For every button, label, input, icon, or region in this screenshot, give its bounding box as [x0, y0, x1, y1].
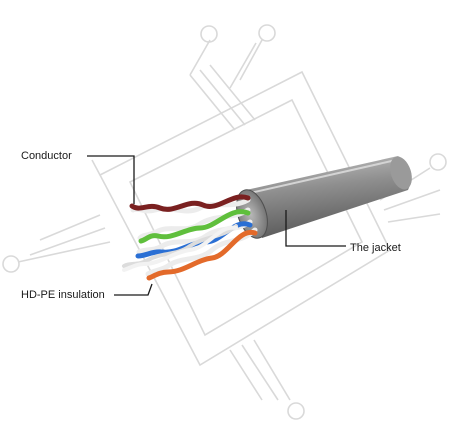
- label-jacket: The jacket: [350, 242, 401, 254]
- label-insulation: HD-PE insulation: [21, 289, 105, 301]
- inner-frame: [128, 98, 364, 337]
- leader-conductor: [87, 155, 135, 204]
- background-outline: [2, 24, 447, 420]
- pair-brown: [129, 194, 251, 214]
- cable-jacket: [236, 156, 412, 239]
- pin-top-right: [258, 24, 276, 42]
- outer-frame: [98, 70, 392, 367]
- pin-left: [2, 255, 20, 273]
- pair-white-front: [122, 224, 238, 272]
- leader-lines: [87, 155, 346, 296]
- pair-green: [137, 207, 251, 244]
- corner-cut-left: [91, 159, 101, 176]
- pin-bottom: [287, 402, 305, 420]
- pin-top-left: [200, 25, 218, 43]
- leader-jacket: [285, 210, 346, 247]
- pin-right: [429, 153, 447, 171]
- leader-insulation: [114, 283, 153, 296]
- label-conductor: Conductor: [21, 150, 72, 162]
- pair-orange: [145, 227, 258, 281]
